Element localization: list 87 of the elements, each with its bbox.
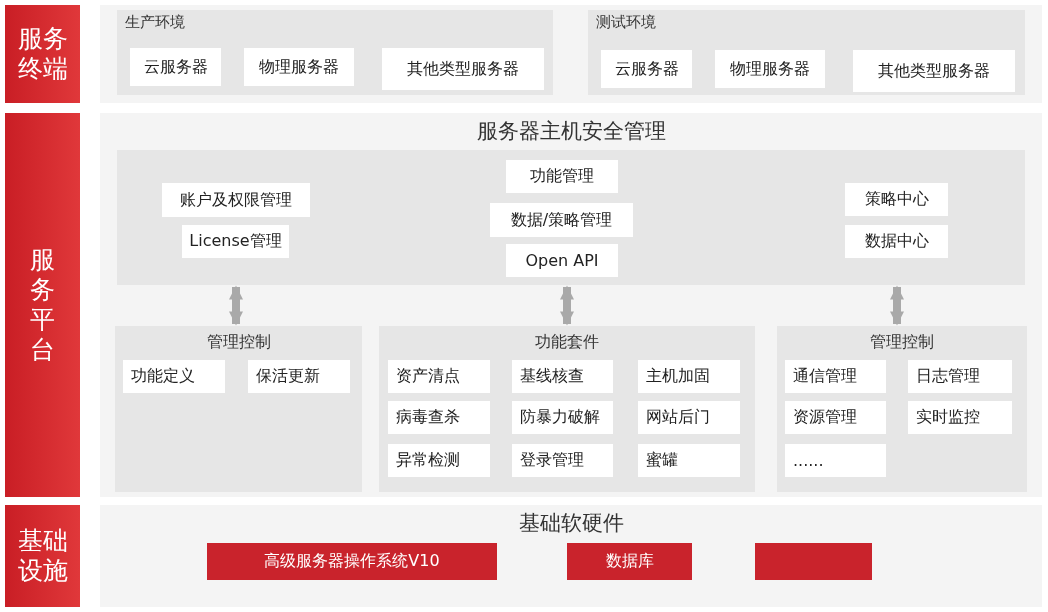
module-box (182, 225, 289, 258)
group-heading: 管理控制 (205, 332, 272, 353)
module-box (785, 360, 886, 393)
module-label: 资产清点 (396, 366, 460, 387)
module-label: 基线核查 (520, 366, 584, 387)
environment-group (117, 10, 553, 95)
module-box (512, 360, 613, 393)
module-box (908, 360, 1012, 393)
module-label: 登录管理 (520, 450, 584, 471)
module-label: 功能管理 (530, 166, 594, 187)
module-label: ...... (793, 451, 824, 470)
module-box (512, 401, 613, 434)
group-heading: 基础软硬件 (517, 510, 625, 537)
double-arrow (890, 285, 904, 326)
module-box (130, 48, 221, 86)
module-label: 主机加固 (646, 366, 710, 387)
module-box (715, 50, 825, 88)
module-label: 物理服务器 (259, 56, 339, 78)
module-label: 云服务器 (614, 58, 679, 80)
module-label: 通信管理 (793, 366, 857, 387)
module-label: 物理服务器 (730, 58, 810, 80)
section-label: 基础设施 (16, 526, 69, 586)
module-label: 数据/策略管理 (510, 209, 613, 231)
module-box (506, 160, 618, 193)
module-label: 日志管理 (916, 366, 980, 387)
module-box (506, 244, 618, 277)
module-group (117, 150, 1025, 285)
module-label: 防暴力破解 (520, 407, 600, 428)
module-box (785, 401, 886, 434)
module-box (490, 203, 633, 237)
module-group (115, 326, 362, 492)
layer-panel (100, 113, 1042, 497)
module-label: 病毒查杀 (396, 407, 460, 428)
group-heading: 生产环境 (125, 13, 185, 32)
module-box (388, 401, 490, 434)
module-label: 数据中心 (864, 231, 929, 252)
section-label-band (5, 113, 80, 497)
module-label: License管理 (189, 231, 282, 252)
group-heading: 管理控制 (869, 332, 935, 353)
module-label: 功能定义 (131, 366, 195, 387)
section-label-band (5, 5, 80, 103)
module-label: 异常检测 (396, 450, 460, 471)
module-label: 云服务器 (143, 56, 208, 78)
module-box (638, 401, 740, 434)
module-label: 其他类型服务器 (407, 58, 519, 80)
module-label: 数据库 (605, 551, 654, 572)
module-box (244, 48, 354, 86)
module-group (379, 326, 755, 492)
module-label: 其他类型服务器 (878, 60, 990, 82)
module-label: 保活更新 (256, 366, 320, 387)
module-box (908, 401, 1012, 434)
module-label: 高级服务器操作系统V10 (264, 551, 440, 572)
module-box (853, 50, 1015, 92)
platform-box (567, 543, 692, 580)
double-arrow (229, 285, 243, 326)
module-label: 策略中心 (864, 189, 929, 210)
module-box (382, 48, 544, 90)
module-box (638, 444, 740, 477)
group-heading: 服务器主机安全管理 (475, 118, 667, 145)
module-box (845, 225, 948, 258)
platform-box (755, 543, 872, 580)
platform-box (207, 543, 497, 580)
module-label: 实时监控 (916, 407, 980, 428)
group-heading: 测试环境 (596, 13, 656, 32)
module-box (248, 360, 350, 393)
environment-group (588, 10, 1025, 95)
section-label-band (5, 505, 80, 607)
layer-panel (100, 505, 1042, 607)
module-label: Open API (525, 251, 599, 270)
module-box (123, 360, 225, 393)
module-box (785, 444, 886, 477)
module-box (512, 444, 613, 477)
module-group (777, 326, 1027, 492)
module-label: 账户及权限管理 (180, 189, 292, 211)
module-label: 网站后门 (646, 407, 710, 428)
module-box (845, 183, 948, 216)
module-box (388, 360, 490, 393)
section-label: 服务平台 (29, 245, 56, 365)
module-box (388, 444, 490, 477)
module-label: 资源管理 (793, 407, 857, 428)
module-label: 蜜罐 (646, 450, 678, 471)
group-heading: 功能套件 (534, 332, 600, 353)
module-box (162, 183, 310, 217)
module-box (638, 360, 740, 393)
module-box (601, 50, 692, 88)
double-arrow (560, 285, 574, 326)
section-label: 服务终端 (16, 24, 69, 84)
